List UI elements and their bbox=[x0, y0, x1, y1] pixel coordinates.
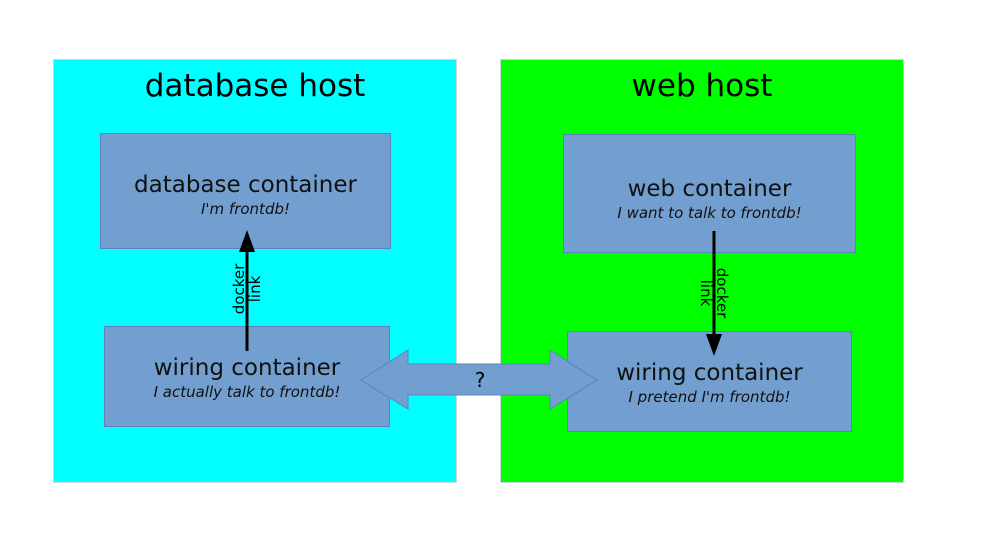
database-host-title: database host bbox=[144, 68, 366, 104]
database-container-title: database container bbox=[134, 172, 357, 198]
web-wiring-title: wiring container bbox=[616, 360, 803, 386]
web-container-subtitle: I want to talk to frontdb! bbox=[617, 204, 802, 222]
database-docker-link-label-line2: link bbox=[246, 275, 264, 303]
web-wiring-subtitle: I pretend I'm frontdb! bbox=[628, 388, 791, 406]
web-host-title: web host bbox=[631, 68, 773, 104]
database-container-subtitle: I'm frontdb! bbox=[201, 200, 290, 218]
database-docker-link-label-line1: docker bbox=[230, 263, 248, 315]
connection-label: ? bbox=[474, 368, 486, 392]
web-wiring-container: wiring container I pretend I'm frontdb! bbox=[567, 331, 852, 432]
database-wiring-title: wiring container bbox=[153, 355, 341, 381]
web-docker-link-label-line1: docker bbox=[713, 267, 731, 319]
database-docker-link-label: docker link bbox=[230, 263, 264, 315]
database-container: database container I'm frontdb! bbox=[100, 133, 391, 249]
web-container-title: web container bbox=[627, 176, 792, 202]
web-docker-link-label-line2: link bbox=[697, 279, 715, 307]
web-docker-link-label: docker link bbox=[697, 267, 731, 319]
database-wiring-container: wiring container I actually talk to fron… bbox=[104, 326, 390, 427]
web-container: web container I want to talk to frontdb! bbox=[563, 134, 856, 253]
database-wiring-subtitle: I actually talk to frontdb! bbox=[153, 383, 341, 401]
